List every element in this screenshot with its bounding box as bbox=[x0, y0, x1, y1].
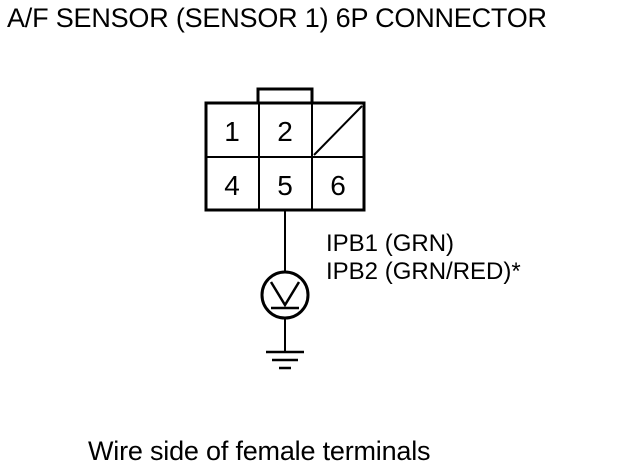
connector-lock-tab bbox=[256, 87, 314, 105]
terminal-5: 5 bbox=[277, 170, 293, 201]
ground-icon bbox=[266, 350, 304, 370]
terminal-4: 4 bbox=[224, 170, 240, 201]
terminal-1: 1 bbox=[224, 116, 240, 147]
diagram-caption: Wire side of female terminals bbox=[88, 436, 431, 466]
voltmeter-icon bbox=[260, 270, 310, 320]
diagram-title: A/F SENSOR (SENSOR 1) 6P CONNECTOR bbox=[7, 3, 547, 33]
unused-terminal-slash bbox=[313, 105, 363, 156]
wire-label-ipb2: IPB2 (GRN/RED)* bbox=[326, 258, 521, 285]
wire-label-ipb1: IPB1 (GRN) bbox=[326, 230, 455, 257]
terminal-6: 6 bbox=[330, 170, 346, 201]
terminal-2: 2 bbox=[277, 116, 293, 147]
